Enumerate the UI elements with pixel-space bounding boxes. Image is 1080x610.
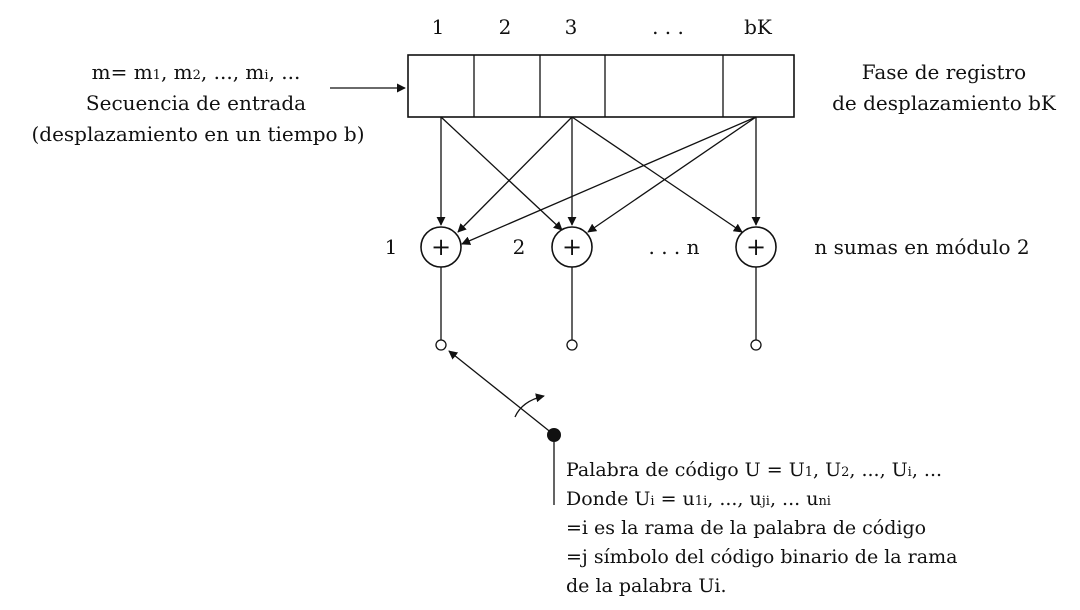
register-to-adder-connections <box>436 116 761 245</box>
stage-number-1: 1 <box>432 15 445 39</box>
adder-outputs <box>435 267 762 351</box>
connection-arrow <box>440 116 563 231</box>
register-caption-line2: de desplazamiento bK <box>832 91 1057 115</box>
adder-label-n: . . . n <box>648 235 699 259</box>
input-shift-note: (desplazamiento en un tiempo b) <box>31 122 364 146</box>
switch-pivot <box>547 428 561 442</box>
register-caption-line1: Fase de registro <box>862 60 1026 84</box>
connection-arrow <box>587 116 757 233</box>
connection-arrow <box>571 116 743 233</box>
stage-number-ellipsis: . . . <box>652 15 684 39</box>
output-terminal <box>435 339 447 351</box>
stage-number-2: 2 <box>499 15 512 39</box>
commutator-switch <box>448 350 561 505</box>
modulo2-adder-1: + <box>420 226 462 268</box>
plus-icon: + <box>746 233 766 261</box>
switch-arm-arrow <box>448 350 554 435</box>
codeword-line1: Palabra de código U = U1, U2, ..., Ui, .… <box>566 459 942 481</box>
codeword-line5: de la palabra Ui. <box>566 575 727 597</box>
connection-arrow <box>461 116 757 245</box>
input-sequence-label: m= m1, m2, ..., mi, ... <box>92 60 301 84</box>
plus-icon: + <box>431 233 451 261</box>
stage-number-3: 3 <box>565 15 578 39</box>
plus-icon: + <box>562 233 582 261</box>
stage-number-bk: bK <box>744 15 773 39</box>
adder-label-2: 2 <box>513 235 526 259</box>
register-frame <box>407 54 795 118</box>
codeword-line3: =i es la rama de la palabra de código <box>566 517 926 539</box>
codeword-line2: Donde Ui = u1i, ..., uji, ... uni <box>566 488 831 510</box>
output-terminal <box>566 339 578 351</box>
rotation-arrow <box>514 393 545 418</box>
adder-label-1: 1 <box>385 235 398 259</box>
connection-arrow <box>457 116 573 233</box>
codeword-line4: =j símbolo del código binario de la rama <box>566 546 957 568</box>
modulo2-adder-n: + <box>735 226 777 268</box>
adders-caption: n sumas en módulo 2 <box>814 235 1029 259</box>
shift-register <box>407 54 795 118</box>
output-terminal <box>750 339 762 351</box>
input-sequence-caption: Secuencia de entrada <box>86 91 306 115</box>
modulo2-adder-2: + <box>551 226 593 268</box>
